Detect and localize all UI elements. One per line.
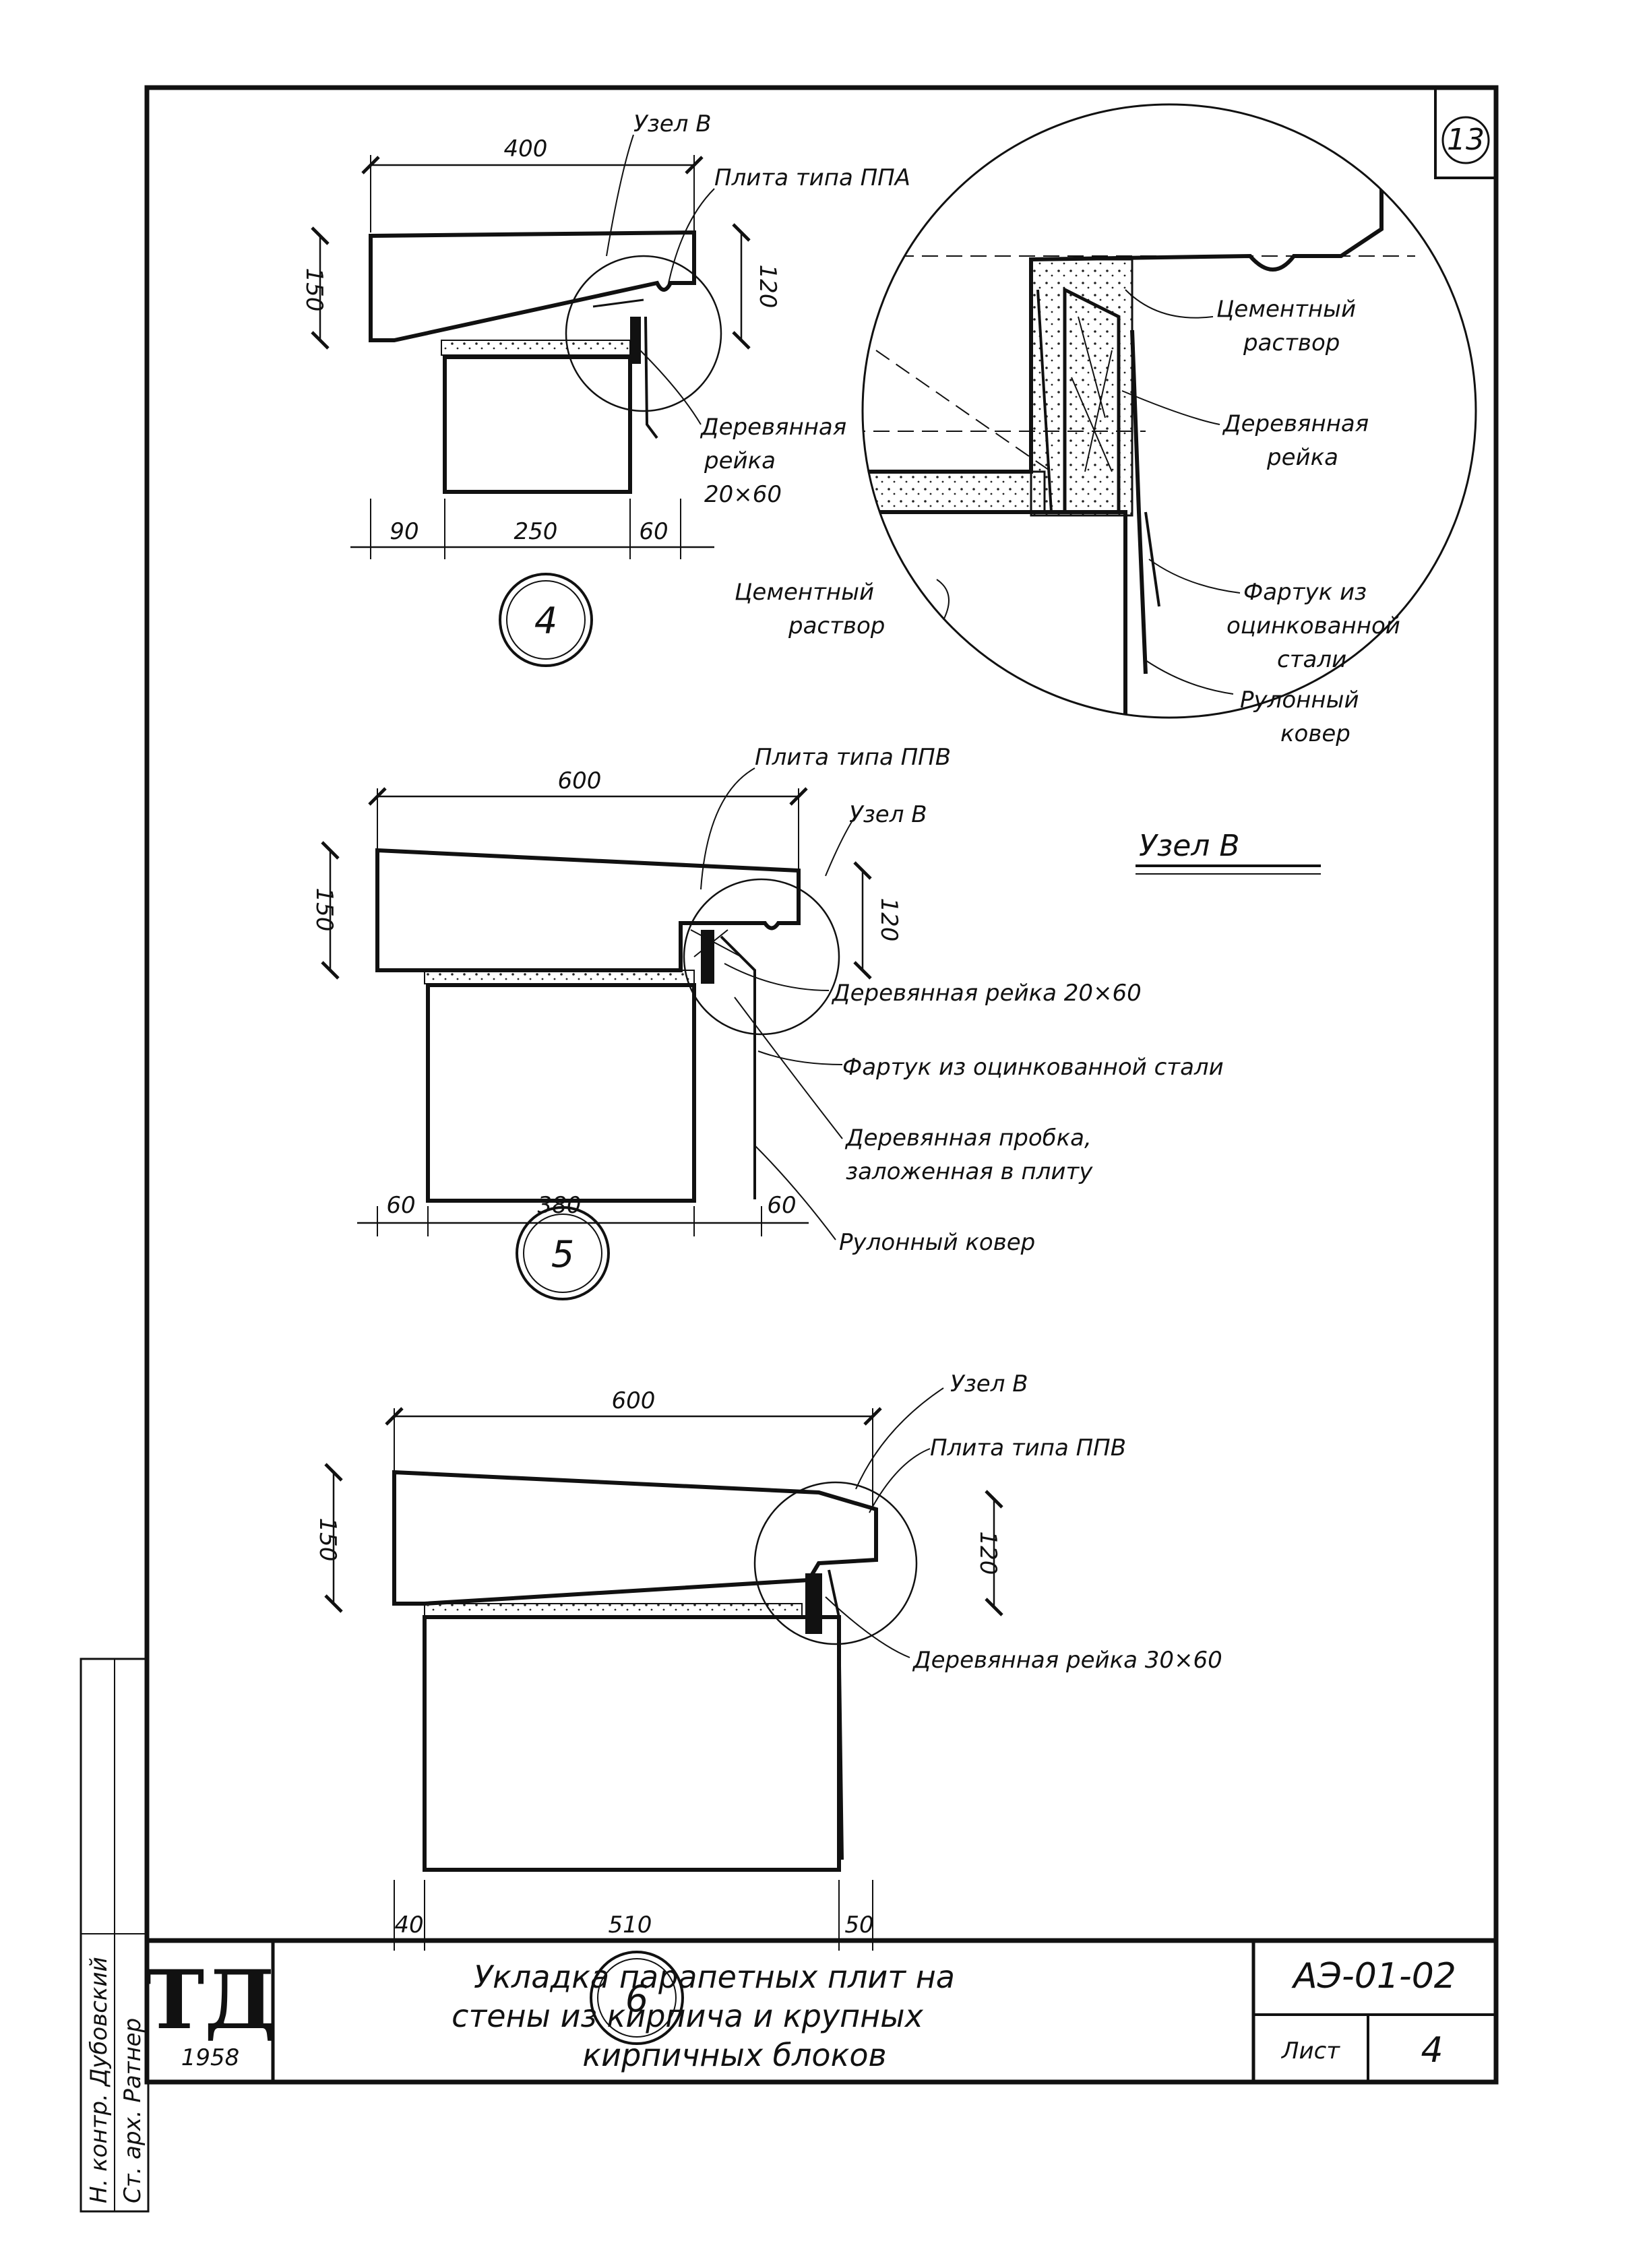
dim-bottom-2: 510 xyxy=(609,1912,652,1939)
label-rail-l2: рейка xyxy=(704,447,776,474)
slab-ppv xyxy=(392,1470,878,1606)
wooden-rail xyxy=(630,317,641,364)
label-apron: Фартук из оцинкованной стали xyxy=(842,1054,1224,1081)
label-plug-l1: Деревянная пробка, xyxy=(844,1125,1092,1152)
dim-bottom-3: 50 xyxy=(844,1912,873,1939)
stamp-row-2: Ст. арх. Ратнер xyxy=(119,2018,146,2203)
nodeb-label-cement-left-l1: Цементный xyxy=(735,579,874,606)
title-block: ТД 1958 Укладка парапетных плит на стены… xyxy=(144,1938,1499,2085)
wooden-rail xyxy=(701,930,714,984)
label-slab-ppv: Плита типа ППВ xyxy=(930,1435,1126,1461)
label-node-b: Узел В xyxy=(633,111,712,137)
nodeb-label-rail-l2: рейка xyxy=(1266,444,1338,471)
title-line-1: Укладка парапетных плит на xyxy=(474,1959,955,1995)
nodeb-label-roll-l2: ковер xyxy=(1280,720,1350,747)
detail-number-ring xyxy=(499,573,593,667)
dim-bottom-3: 60 xyxy=(639,518,668,545)
detail-number: 6 xyxy=(625,1978,648,2020)
dim-height-left: 150 xyxy=(301,268,328,312)
stamp-row-1: Н. контр. Дубовский xyxy=(86,1957,113,2203)
mortar-bed xyxy=(441,340,631,356)
logo-td: ТД xyxy=(144,1953,276,2048)
nodeb-label-cement-left-l2: раствор xyxy=(788,612,885,639)
dim-height-right: 120 xyxy=(754,265,781,309)
dim-height-left: 150 xyxy=(311,888,338,932)
title-line-3: кирпичных блоков xyxy=(582,2037,886,2073)
node-b-circle xyxy=(861,103,1477,719)
doc-code: АЭ-01-02 xyxy=(1291,1956,1456,1996)
dim-height-right: 120 xyxy=(974,1532,1001,1575)
dim-bottom-1: 90 xyxy=(390,518,418,545)
label-rail-l3: 20×60 xyxy=(704,481,782,508)
dim-bottom-1: 60 xyxy=(386,1192,415,1219)
nodeb-label-roll-l1: Рулонный xyxy=(1240,687,1359,714)
label-node-b: Узел В xyxy=(849,801,927,828)
dim-width: 600 xyxy=(612,1387,656,1414)
label-slab-ppv: Плита типа ППВ xyxy=(755,744,951,771)
brick-wall xyxy=(426,983,696,1203)
nodeb-label-apron-l1: Фартук из xyxy=(1243,579,1367,606)
slab-ppa xyxy=(369,230,696,342)
label-rail-l1: Деревянная xyxy=(700,414,846,441)
dim-height-right: 120 xyxy=(875,898,902,942)
dim-bottom-1: 40 xyxy=(394,1912,423,1939)
nodeb-label-apron-l3: стали xyxy=(1277,646,1346,673)
node-b-marker xyxy=(753,1481,918,1645)
sheet-number: 4 xyxy=(1421,2030,1443,2071)
apron xyxy=(644,316,658,439)
detail-number: 5 xyxy=(551,1233,574,1275)
sheet-number-ring xyxy=(1441,116,1490,164)
brick-wall xyxy=(423,1615,841,1872)
node-b-title: Узел В xyxy=(1136,829,1321,875)
node-b-title-text: Узел В xyxy=(1139,829,1240,863)
dim-height-left: 150 xyxy=(314,1518,341,1562)
detail-number-ring xyxy=(590,1951,684,2045)
dim-bottom-2: 250 xyxy=(514,518,558,545)
dim-width: 400 xyxy=(504,135,548,162)
sheet-frame: 13 xyxy=(144,85,1499,2085)
label-slab-ppa: Плита типа ППА xyxy=(714,164,910,191)
side-stamp: Н. контр. Дубовский Ст. арх. Ратнер xyxy=(80,1658,150,2213)
apron xyxy=(828,1569,844,1860)
dim-width: 600 xyxy=(558,767,602,794)
detail-number: 4 xyxy=(534,600,557,642)
title-line-2: стены из кирпича и крупных xyxy=(452,1998,923,2034)
wooden-rail xyxy=(805,1573,822,1634)
apron xyxy=(720,935,756,1199)
dim-bottom-3: 60 xyxy=(767,1192,796,1219)
nodeb-label-rail-l1: Деревянная xyxy=(1222,410,1369,437)
label-node-b: Узел В xyxy=(950,1371,1028,1397)
nodeb-label-cement-top-l1: Цементный xyxy=(1216,296,1356,323)
node-b-enlarged: Цементный раствор Деревянная рейка Фарту… xyxy=(735,103,1477,747)
detail-4: 400 150 120 90 250 60 Плита типа ППА Узе… xyxy=(301,111,910,667)
nodeb-label-cement-top-l2: раствор xyxy=(1243,329,1340,356)
sheet-label: Лист xyxy=(1280,2038,1340,2065)
brick-wall xyxy=(443,355,632,494)
node-b-marker xyxy=(565,255,722,412)
label-rail: Деревянная рейка 20×60 xyxy=(831,980,1142,1007)
year: 1958 xyxy=(181,2044,240,2071)
detail-5: 600 150 120 60 380 60 Плита типа ППВ Узе… xyxy=(311,744,1224,1300)
label-rail: Деревянная рейка 30×60 xyxy=(912,1647,1222,1674)
nodeb-label-apron-l2: оцинкованной xyxy=(1226,612,1400,639)
label-plug-l2: заложенная в плиту xyxy=(846,1158,1093,1185)
sheet-number-13: 13 xyxy=(1447,123,1485,157)
node-b-marker xyxy=(683,878,840,1036)
detail-number-ring xyxy=(516,1206,610,1300)
label-roll: Рулонный ковер xyxy=(839,1229,1035,1256)
